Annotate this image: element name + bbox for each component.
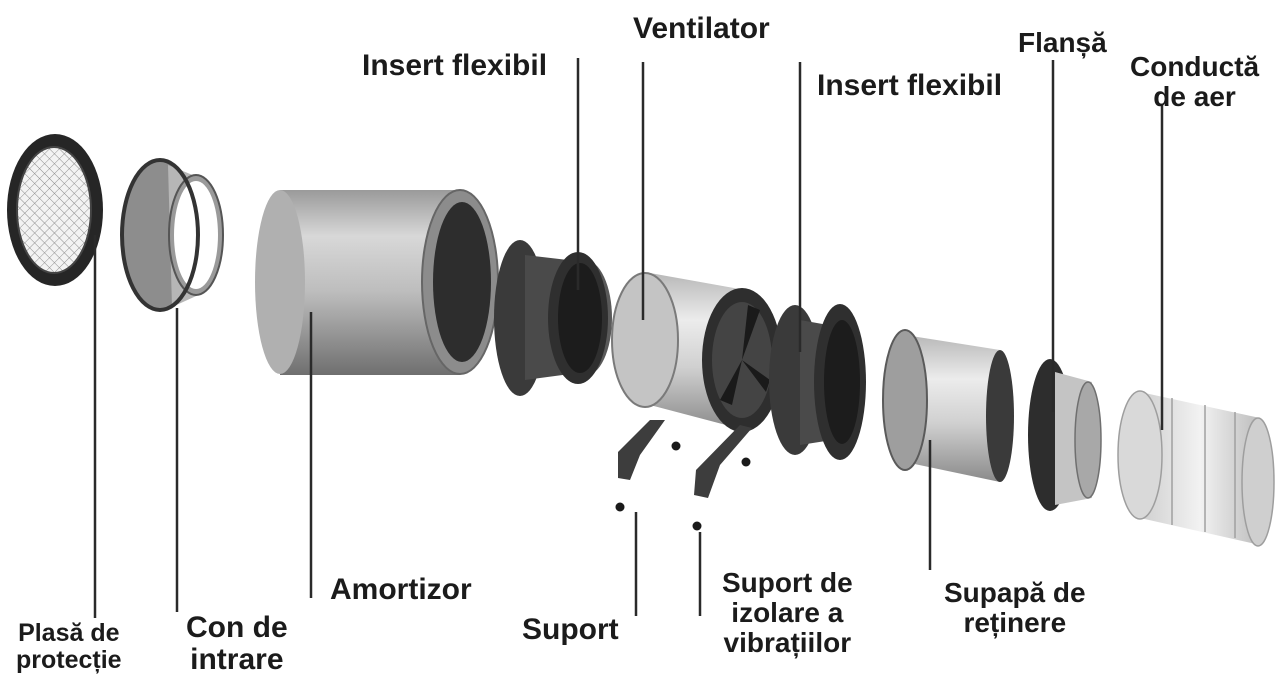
label-conducta-line-2: de aer (1153, 81, 1236, 113)
label-ventilator: Ventilator (633, 12, 770, 45)
label-suport-izolare-line-1: Suport de (722, 567, 853, 598)
flexible-insert-2-part (769, 304, 866, 460)
damper-cylinder-part (255, 189, 499, 375)
label-insert-flexibil-1: Insert flexibil (362, 49, 548, 82)
label-supapa-de-retinere: Supapă de reținere (944, 577, 1086, 639)
label-suport-de-izolare: Suport de izolare a vibrațiilor (722, 567, 853, 659)
flange-part (1028, 359, 1102, 511)
leader-lines (93, 58, 1164, 618)
inlet-cone-part (120, 158, 224, 312)
fan-part (611, 272, 782, 531)
label-con-de-intrare: Con de intrare (186, 611, 288, 677)
label-flansa: Flanșă (1018, 27, 1107, 58)
label-amortizor: Amortizor (330, 573, 472, 606)
label-insert-flexibil-2: Insert flexibil (817, 69, 1003, 102)
label-conducta-line-1: Conductă (1130, 51, 1260, 82)
flexible-insert-1-part (494, 240, 612, 396)
label-con-line-2: intrare (190, 643, 284, 677)
air-duct-part (1117, 390, 1275, 547)
label-suport: Suport (522, 613, 619, 646)
label-suport-izolare-line-3: vibrațiilor (723, 627, 852, 659)
protective-mesh-part (7, 134, 103, 286)
label-plasa-de-protectie: Plasă de protecție (16, 620, 122, 674)
label-supapa-line-2: reținere (963, 607, 1067, 639)
label-supapa-line-1: Supapă de (944, 577, 1086, 608)
label-con-line-1: Con de (186, 611, 288, 644)
label-suport-izolare-line-2: izolare a (731, 597, 844, 629)
label-plasa-line-2: protecție (16, 646, 122, 674)
label-plasa-line-1: Plasă de (18, 619, 120, 647)
label-conducta-de-aer: Conductă de aer (1130, 51, 1260, 113)
check-valve-part (882, 329, 1014, 482)
